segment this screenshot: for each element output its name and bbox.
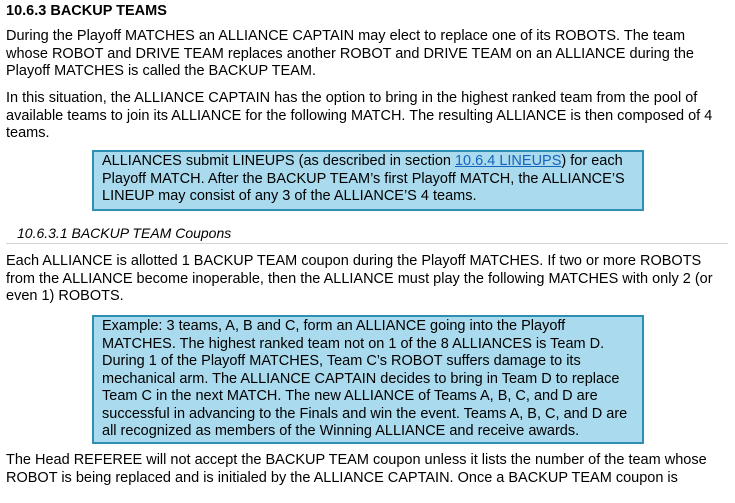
lineups-section-link[interactable]: 10.6.4 LINEUPS <box>454 153 562 169</box>
paragraph-backup-team-definition: During the Playoff MATCHES an ALLIANCE C… <box>6 28 694 79</box>
paragraph-head-referee: The Head REFEREE will not accept the BAC… <box>6 452 707 486</box>
section-title: 10.6.3 BACKUP TEAMS <box>6 3 167 19</box>
callout-lineups-text-after: ) for each Playoff MATCH. After the BACK… <box>102 153 625 204</box>
paragraph-coupon-allotment: Each ALLIANCE is allotted 1 BACKUP TEAM … <box>6 253 713 304</box>
subsection-divider <box>6 243 728 244</box>
subsection-title: 10.6.3.1 BACKUP TEAM Coupons <box>17 225 232 241</box>
callout-lineups-text-before: ALLIANCES submit LINEUPS (as described i… <box>102 153 455 169</box>
callout-example: Example: 3 teams, A, B and C, form an AL… <box>92 315 644 444</box>
callout-lineups-note: ALLIANCES submit LINEUPS (as described i… <box>92 150 644 211</box>
paragraph-alliance-captain-option: In this situation, the ALLIANCE CAPTAIN … <box>6 90 713 141</box>
